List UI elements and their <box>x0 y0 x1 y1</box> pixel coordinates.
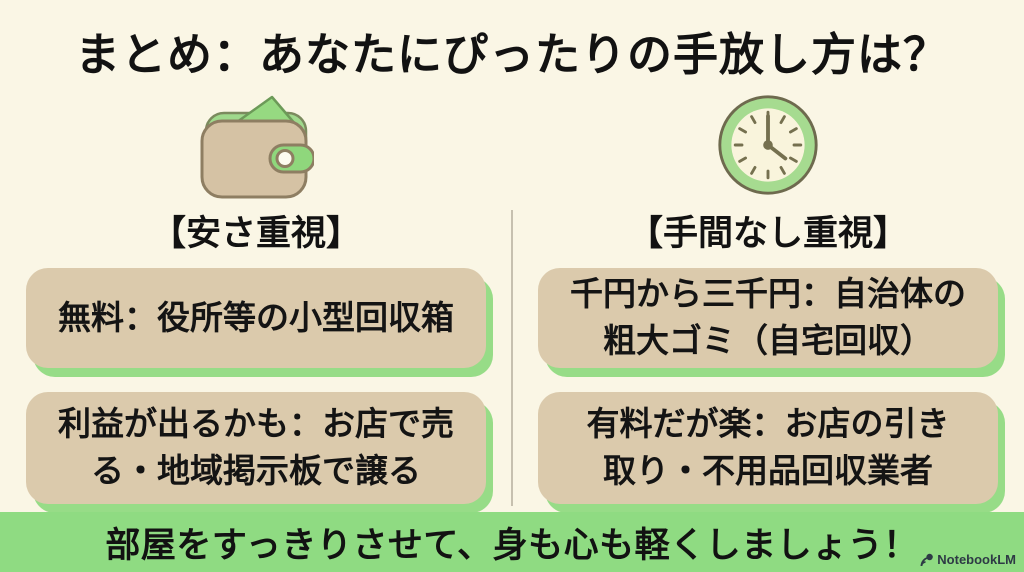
option-box-bulky-waste: 千円から三千円：自治体の 粗大ゴミ（自宅回収） <box>538 268 998 368</box>
footer-banner: 部屋をすっきりさせて、身も心も軽くしましょう！ NotebookLM <box>0 512 1024 572</box>
option-text-line: 粗大ゴミ（自宅回収） <box>603 322 933 359</box>
notebooklm-logo-icon <box>920 553 934 566</box>
option-box-free-collection: 無料：役所等の小型回収箱 <box>26 268 486 368</box>
option-text-line: 取り・不用品回収業者 <box>603 452 933 489</box>
option-text-line: 利益が出るかも：お店で売 <box>58 405 454 443</box>
column-cheapness: 【安さ重視】 無料：役所等の小型回収箱 利益が出るかも：お店で売 る・地域掲示板… <box>0 88 512 508</box>
notebooklm-watermark: NotebookLM <box>920 552 1016 567</box>
footer-message: 部屋をすっきりさせて、身も心も軽くしましょう！ <box>105 525 919 565</box>
option-text-line: 有料だが楽：お店の引き <box>586 405 950 443</box>
option-box-paid-pickup: 有料だが楽：お店の引き 取り・不用品回収業者 <box>538 392 998 504</box>
clock-icon <box>715 92 821 210</box>
watermark-label: NotebookLM <box>937 552 1016 567</box>
column-no-hassle: 【手間なし重視】 千円から三千円：自治体の 粗大ゴミ（自宅回収） 有料だが楽：お… <box>512 88 1024 508</box>
option-text-line: る・地域掲示板で譲る <box>91 452 421 489</box>
column-divider <box>511 210 513 506</box>
page-title: まとめ：あなたにぴったりの手放し方は？ <box>74 29 949 80</box>
category-label-cheapness: 【安さ重視】 <box>150 214 361 253</box>
option-text-line: 千円から三千円：自治体の <box>570 275 966 313</box>
category-label-no-hassle: 【手間なし重視】 <box>627 214 908 253</box>
option-box-sell-or-give: 利益が出るかも：お店で売 る・地域掲示板で譲る <box>26 392 486 504</box>
option-text-line: 無料：役所等の小型回収箱 <box>58 298 454 336</box>
comparison-columns: 【安さ重視】 無料：役所等の小型回収箱 利益が出るかも：お店で売 る・地域掲示板… <box>0 88 1024 508</box>
wallet-icon <box>198 92 314 210</box>
